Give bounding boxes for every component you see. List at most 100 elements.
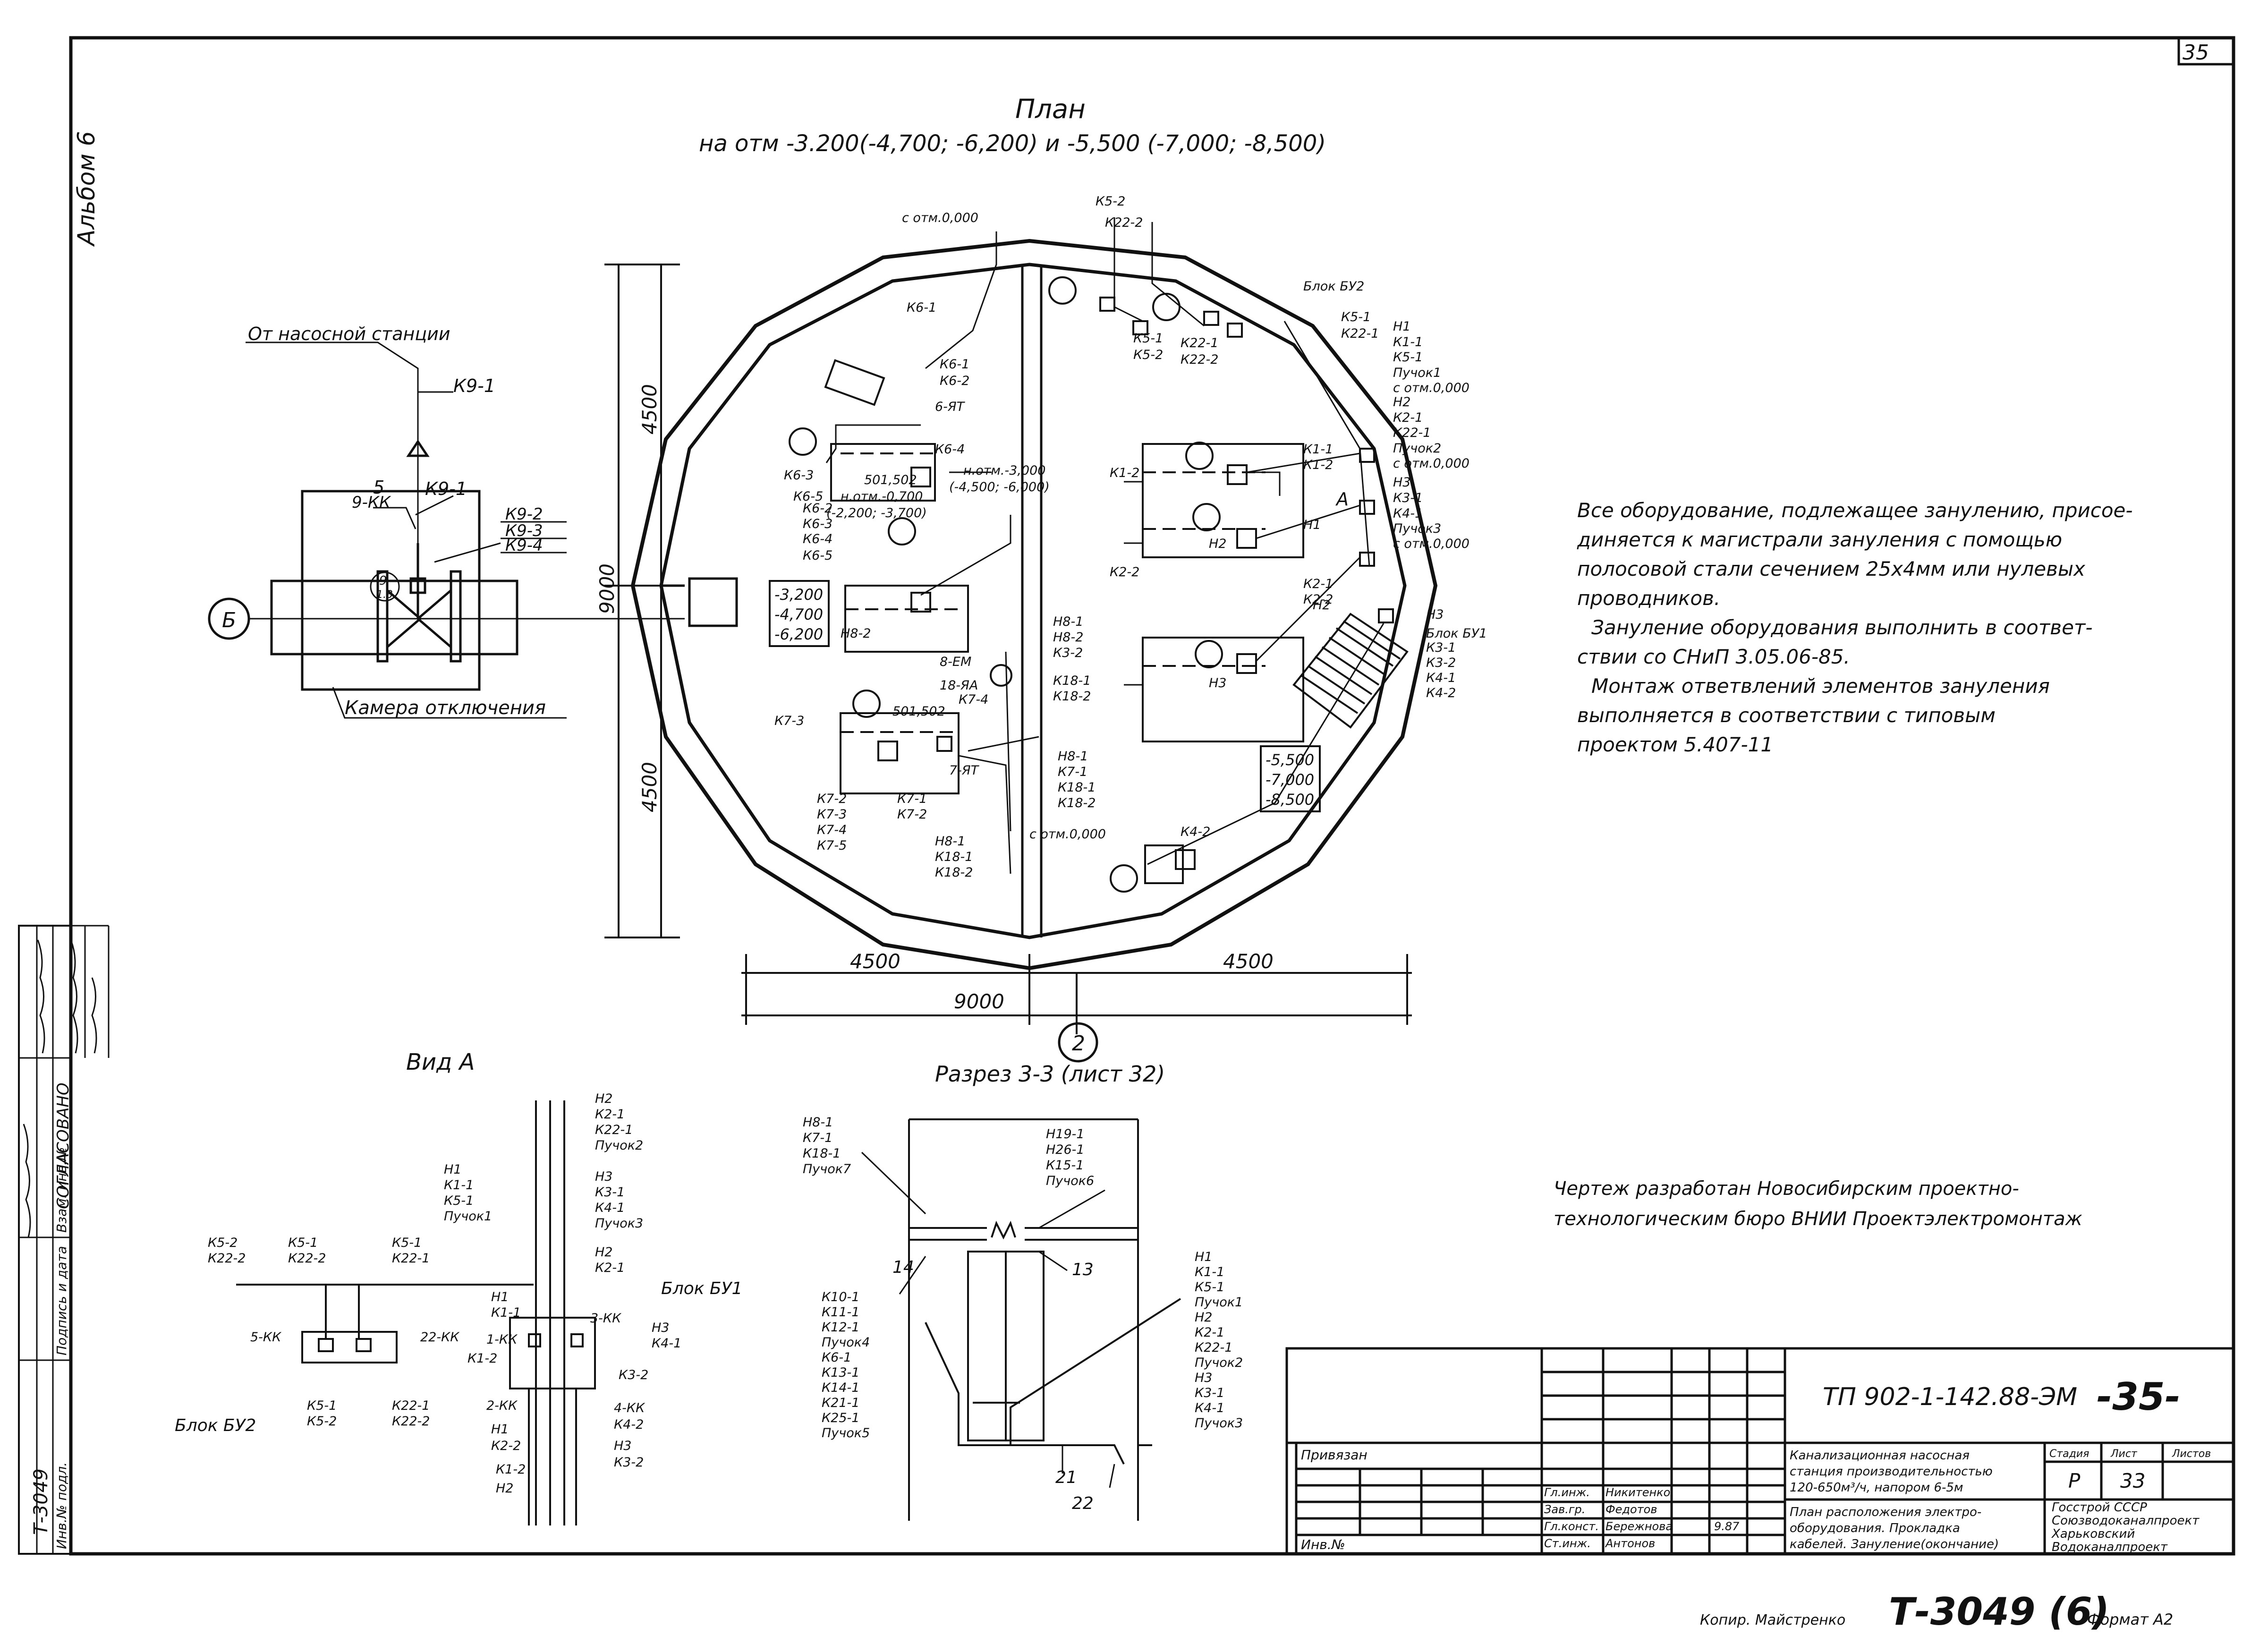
plan-dimensions	[604, 264, 1412, 1034]
side-signature-scribbles	[23, 939, 97, 1238]
project-name-line: станция производительностью	[1790, 1465, 1993, 1479]
plan-cable-label: 501,502	[892, 704, 945, 719]
person-role: Гл.конст.	[1544, 1520, 1599, 1533]
section-top-left-label: К18-1	[803, 1146, 841, 1161]
plan-cable-label: Пучок1	[1393, 366, 1441, 380]
dim-vert-top: 4500	[638, 384, 661, 435]
section-left-label: К14-1	[822, 1380, 859, 1395]
section-right-label: Пучок1	[1195, 1295, 1243, 1310]
level-right-2: -7,000	[1266, 771, 1314, 789]
view-a-cable-label: К1-1	[444, 1178, 474, 1193]
dim-horiz-left: 4500	[850, 950, 900, 973]
plan-cable-label: 6-ЯТ	[935, 400, 966, 414]
section-33-drawing	[908, 1118, 1181, 1521]
view-a-cable-label: К2-1	[595, 1261, 625, 1275]
plan-cable-label: К6-2	[940, 374, 969, 388]
chamber-k93: К9-3	[505, 521, 543, 540]
org-line: Харьковский	[2051, 1527, 2135, 1541]
title-block-text: ТП 902-1-142.88-ЭМ-35-ПривязанИнв.№Канал…	[1301, 1375, 2211, 1554]
note-line: Монтаж ответвлений элементов зануления	[1591, 674, 2050, 698]
person-name: Бережнова	[1605, 1520, 1673, 1533]
developer-line: Чертеж разработан Новосибирским проектно…	[1554, 1178, 2019, 1200]
view-a-cable-label: 2-КК	[486, 1398, 518, 1413]
view-a-cable-label: К5-2	[208, 1236, 238, 1250]
level-right-3: -8,500	[1266, 791, 1314, 809]
plan-cable-label: К2-2	[1303, 592, 1333, 607]
plan-cable-label: К7-4	[817, 823, 847, 837]
view-a-cable-label: К22-1	[392, 1251, 430, 1266]
view-a-cable-label: К22-2	[208, 1251, 246, 1266]
view-a-cable-label: Н2	[595, 1091, 612, 1106]
plan-cable-label: К5-1	[1393, 350, 1423, 365]
view-a-drawing	[236, 1100, 596, 1525]
section-left-label: К13-1	[822, 1365, 859, 1380]
plan-cable-label: Н1	[1303, 518, 1321, 532]
plan-cable-label: К7-1	[1058, 765, 1087, 779]
view-a-cable-label: Н2	[595, 1245, 612, 1260]
side-label-replace: Взам. инв.№	[54, 1147, 69, 1233]
view-a-labels: Н2К2-1К22-1Пучок2Н1К1-1К5-1Пучок1Н3К3-1К…	[175, 1091, 742, 1496]
shutoff-chamber	[270, 439, 518, 691]
section-top-right-label: Н26-1	[1046, 1142, 1085, 1157]
chamber-from-station: От насосной станции	[248, 324, 450, 344]
format-label: Формат А2	[2087, 1610, 2173, 1628]
plan-cable-label: К22-1	[1393, 426, 1431, 440]
plan-cable-label: К22-1	[1341, 326, 1379, 341]
album-label: Альбом 6	[73, 131, 100, 247]
section-right-label: К2-1	[1195, 1325, 1224, 1340]
note-line: диняется к магистрали зануления с помощь…	[1577, 528, 2062, 551]
section-item-14: 14	[892, 1258, 914, 1277]
view-a-cable-label: К4-2	[614, 1417, 644, 1432]
view-a-cable-label: К22-2	[288, 1251, 326, 1266]
section-right-label: Н3	[1195, 1371, 1212, 1385]
view-a-cable-label: К1-2	[467, 1351, 497, 1366]
plan-cable-label: (-2,200; -3,700)	[826, 506, 927, 520]
plan-cable-label: н.отм.-0,700	[841, 489, 923, 504]
chamber-leaders	[246, 341, 567, 719]
note-line: проводников.	[1577, 587, 1720, 610]
tank-stairs	[1292, 613, 1409, 729]
signature-date: 9.87	[1714, 1520, 1740, 1533]
view-a-cable-label: Н3	[595, 1169, 612, 1184]
view-a-cable-label: 22-КК	[420, 1330, 460, 1345]
plan-cable-label: с отм.0,000	[1393, 381, 1470, 395]
plan-cable-label: 8-ЕМ	[940, 655, 971, 669]
plan-cable-label: Н8-2	[841, 626, 871, 641]
ground-bus-dashed	[841, 452, 1266, 733]
sheet-header: Лист	[2110, 1448, 2138, 1460]
plan-cable-label: К5-1	[1341, 310, 1371, 324]
view-a-cable-label: 3-КК	[590, 1311, 622, 1326]
dim-vert-bottom: 4500	[638, 762, 661, 812]
project-name-line: 120-650м³/ч, напором 6-5м	[1790, 1481, 1963, 1495]
inv-label: Инв.№	[1301, 1537, 1345, 1552]
view-a-cable-label: 5-КК	[250, 1330, 282, 1345]
plan-cable-label: К3-1	[1426, 640, 1456, 655]
person-role: Зав.гр.	[1544, 1503, 1585, 1516]
plan-title: План	[1015, 94, 1086, 125]
view-a-cable-label: 4-КК	[614, 1401, 646, 1415]
view-a-cable-label: Н1	[491, 1422, 509, 1437]
plan-cable-label: К3-2	[1426, 656, 1456, 670]
view-a-title: Вид А	[406, 1049, 475, 1075]
view-a-cable-label: Н2	[496, 1481, 513, 1496]
chamber-item9-tag: 1.3	[376, 589, 393, 601]
plan-cable-labels: с отм.0,000К6-1К5-2К22-2К5-1К5-2К22-1К22…	[774, 194, 1487, 880]
org-line: Водоканалпроект	[2052, 1540, 2168, 1554]
plan-cable-label: К6-2	[803, 501, 832, 516]
person-name: Антонов	[1605, 1537, 1655, 1550]
view-a-cable-label: К4-1	[595, 1201, 625, 1215]
tied-label: Привязан	[1301, 1447, 1368, 1463]
person-name: Федотов	[1605, 1503, 1657, 1516]
chamber-item5: 5	[373, 477, 384, 498]
section-item-13: 13	[1072, 1260, 1094, 1279]
section-right-label: Н1	[1195, 1250, 1212, 1264]
view-a-cable-label: К22-1	[392, 1398, 430, 1413]
chamber-k91-top: К9-1	[453, 375, 495, 396]
view-a-cable-label: К2-2	[491, 1439, 521, 1453]
view-a-cable-label: Пучок1	[444, 1209, 492, 1224]
plan-cable-label: К6-5	[793, 489, 823, 504]
plan-subtitle: на отм -3.200(-4,700; -6,200) и -5,500 (…	[699, 130, 1326, 157]
plan-cable-label: К3-2	[1053, 646, 1083, 660]
plan-cable-label: К3-1	[1393, 491, 1423, 505]
plan-cable-label: Блок БУ2	[1303, 279, 1364, 294]
